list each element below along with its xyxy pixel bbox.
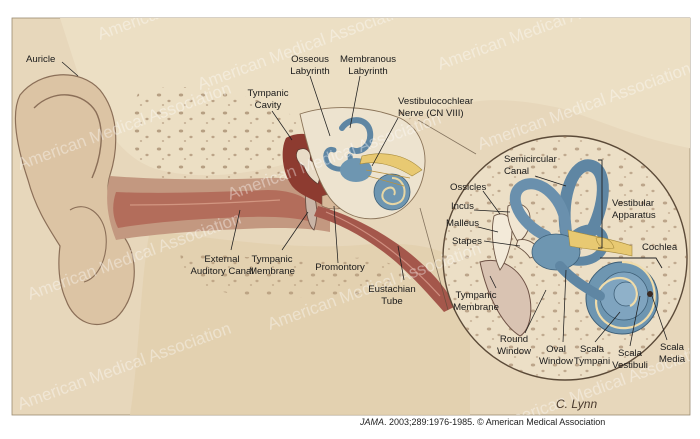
cochlea-inset-spiral — [594, 260, 656, 330]
citation-credit: JAMA. 2003;289:1976-1985. © American Med… — [360, 417, 690, 433]
label-cochlea: Cochlea — [642, 242, 678, 253]
label-oval-window-2: Window — [539, 356, 573, 367]
cochlea-main-spiral — [381, 177, 406, 205]
label-scala-vestibuli-2: Vestibuli — [612, 360, 648, 371]
label-round-window-1: Round — [500, 334, 528, 345]
label-tympanic-membrane-1: Tympanic — [251, 254, 292, 265]
external-auditory-canal — [113, 190, 312, 228]
label-scala-media-1: Scala — [660, 342, 685, 353]
malleus-inset — [491, 213, 513, 271]
semicircular-canal-inset-2 — [509, 178, 572, 242]
auricle-inner-fold — [69, 206, 107, 283]
label-vestibulocochlear-nerve-2: Nerve (CN VIII) — [398, 108, 464, 119]
label-semicircular-canal-1: Semicircular — [504, 154, 558, 165]
nerve-inset-small — [595, 237, 615, 249]
label-membranous-labyrinth-2: Labyrinth — [348, 66, 387, 77]
label-external-auditory-canal-2: Auditory Canal — [191, 266, 254, 277]
label-tympanic-membrane-inset-1: Tympanic — [455, 290, 496, 301]
label-eustachian-tube-1: Eustachian — [368, 284, 415, 295]
nerve-fibers-main — [365, 169, 411, 187]
cochlea-bracket — [600, 257, 663, 269]
label-semicircular-canal-2: Canal — [504, 166, 529, 177]
label-vestibular-apparatus-2: Apparatus — [612, 210, 656, 221]
vestibule-inset — [531, 233, 581, 271]
inset-magnification — [442, 135, 688, 381]
zoom-line-top — [417, 119, 477, 155]
credit-journal: JAMA — [360, 417, 385, 427]
lower-bone-porous — [180, 250, 410, 298]
label-vestibulocochlear-nerve-1: Vestibulocochlear — [398, 96, 474, 107]
label-scala-tympani-1: Scala — [580, 344, 605, 355]
zoom-line-bottom — [419, 207, 449, 311]
canal-highlight — [129, 199, 281, 206]
label-tympanic-cavity-1: Tympanic — [247, 88, 288, 99]
vestibule-main — [340, 158, 372, 182]
label-malleus: Malleus — [446, 218, 479, 229]
label-scala-tympani-2: Tympani — [574, 356, 610, 367]
cochlea-inset-inner — [613, 281, 639, 307]
semicircular-canal-inset-1 — [558, 159, 609, 246]
label-osseous-labyrinth-1: Osseous — [291, 54, 329, 65]
label-scala-vestibuli-1: Scala — [618, 348, 643, 359]
auricle-shape — [14, 74, 135, 326]
eustachian-tube — [314, 206, 456, 312]
label-vestibular-apparatus-1: Vestibular — [612, 198, 655, 209]
leader-lines — [61, 61, 668, 347]
credit-citation: . 2003;289:1976-1985. © American Medical… — [384, 417, 606, 427]
label-scala-media-2: Media — [659, 354, 686, 365]
semicircular-canals-main — [339, 117, 374, 154]
label-external-auditory-canal-1: External — [204, 254, 239, 265]
label-ossicles: Ossicles — [450, 182, 486, 193]
auricle-helix — [33, 94, 102, 179]
label-eustachian-tube-2: Tube — [381, 296, 403, 307]
vestibular-bracket — [598, 159, 603, 249]
scala-media-dot — [647, 291, 653, 297]
labels: Auricle Osseous Labyrinth Membranous Lab… — [26, 54, 686, 371]
label-stapes: Stapes — [452, 236, 482, 247]
label-tympanic-membrane-2: Membrane — [249, 266, 295, 277]
eustachian-tube-highlight — [325, 211, 441, 297]
label-tympanic-cavity-2: Cavity — [255, 100, 282, 111]
label-oval-window-1: Oval — [546, 344, 566, 355]
label-auricle: Auricle — [26, 54, 55, 65]
label-promontory: Promontory — [315, 262, 365, 273]
artist-signature: C. Lynn — [556, 397, 597, 411]
cochlear-duct-inset — [555, 261, 605, 301]
tympanic-membrane-inset — [479, 260, 532, 337]
label-round-window-2: Window — [497, 346, 531, 357]
label-osseous-labyrinth-2: Labyrinth — [290, 66, 329, 77]
label-incus: Incus — [451, 201, 474, 212]
label-membranous-labyrinth-1: Membranous — [340, 54, 396, 65]
label-tympanic-membrane-inset-2: Membrane — [453, 302, 499, 313]
